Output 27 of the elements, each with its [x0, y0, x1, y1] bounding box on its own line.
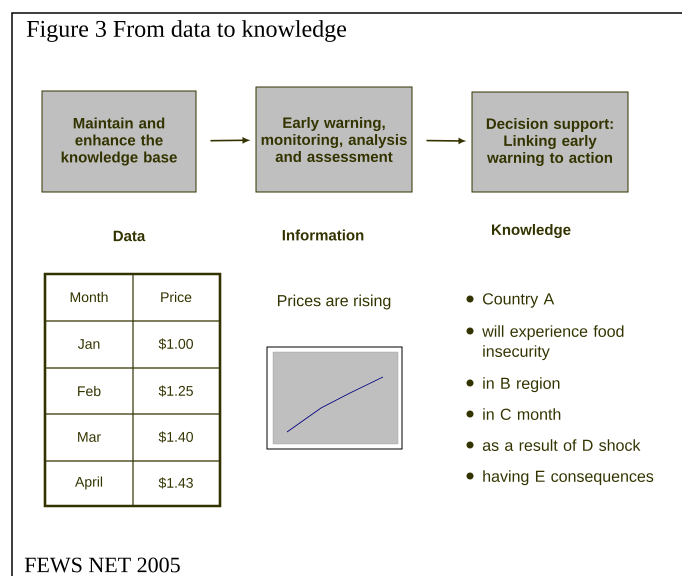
- process-box: Early warning, monitoring, analysis and assessment: [256, 86, 412, 192]
- bullet-item: as a result of D shock: [482, 439, 640, 451]
- table-cell: $1.40: [158, 431, 193, 443]
- table-cell: Price: [161, 292, 192, 302]
- arrow: [210, 138, 248, 144]
- table-cell: $1.43: [158, 477, 193, 489]
- table-cell: $1.25: [158, 385, 193, 397]
- process-box: Maintain and enhance the knowledge base: [42, 90, 196, 192]
- chart-caption: Prices are rising: [278, 294, 390, 310]
- section-heading: Information: [282, 230, 364, 240]
- table-cell: Month: [70, 292, 108, 302]
- figure-title: Figure 3 From data to knowledge: [26, 20, 346, 42]
- source-note: FEWS NET 2005: [24, 558, 180, 572]
- bullet-item: in C month: [483, 408, 560, 420]
- bullet-item: will experience food insecurity: [482, 325, 624, 360]
- table-cell: $1.00: [158, 338, 193, 350]
- table-cell: Mar: [78, 432, 101, 442]
- bullet-item: Country A: [483, 293, 554, 308]
- table-cell: Jan: [78, 339, 100, 349]
- section-heading: Data: [114, 230, 146, 242]
- arrow: [426, 138, 464, 144]
- table-cell: April: [75, 476, 102, 490]
- bullet-item: having E consequences: [483, 470, 654, 486]
- section-heading: Knowledge: [492, 224, 570, 238]
- table-cell: Feb: [78, 386, 100, 396]
- process-box: Decision support: Linking early warning to action: [472, 92, 628, 192]
- bullet-item: in B region: [483, 377, 560, 392]
